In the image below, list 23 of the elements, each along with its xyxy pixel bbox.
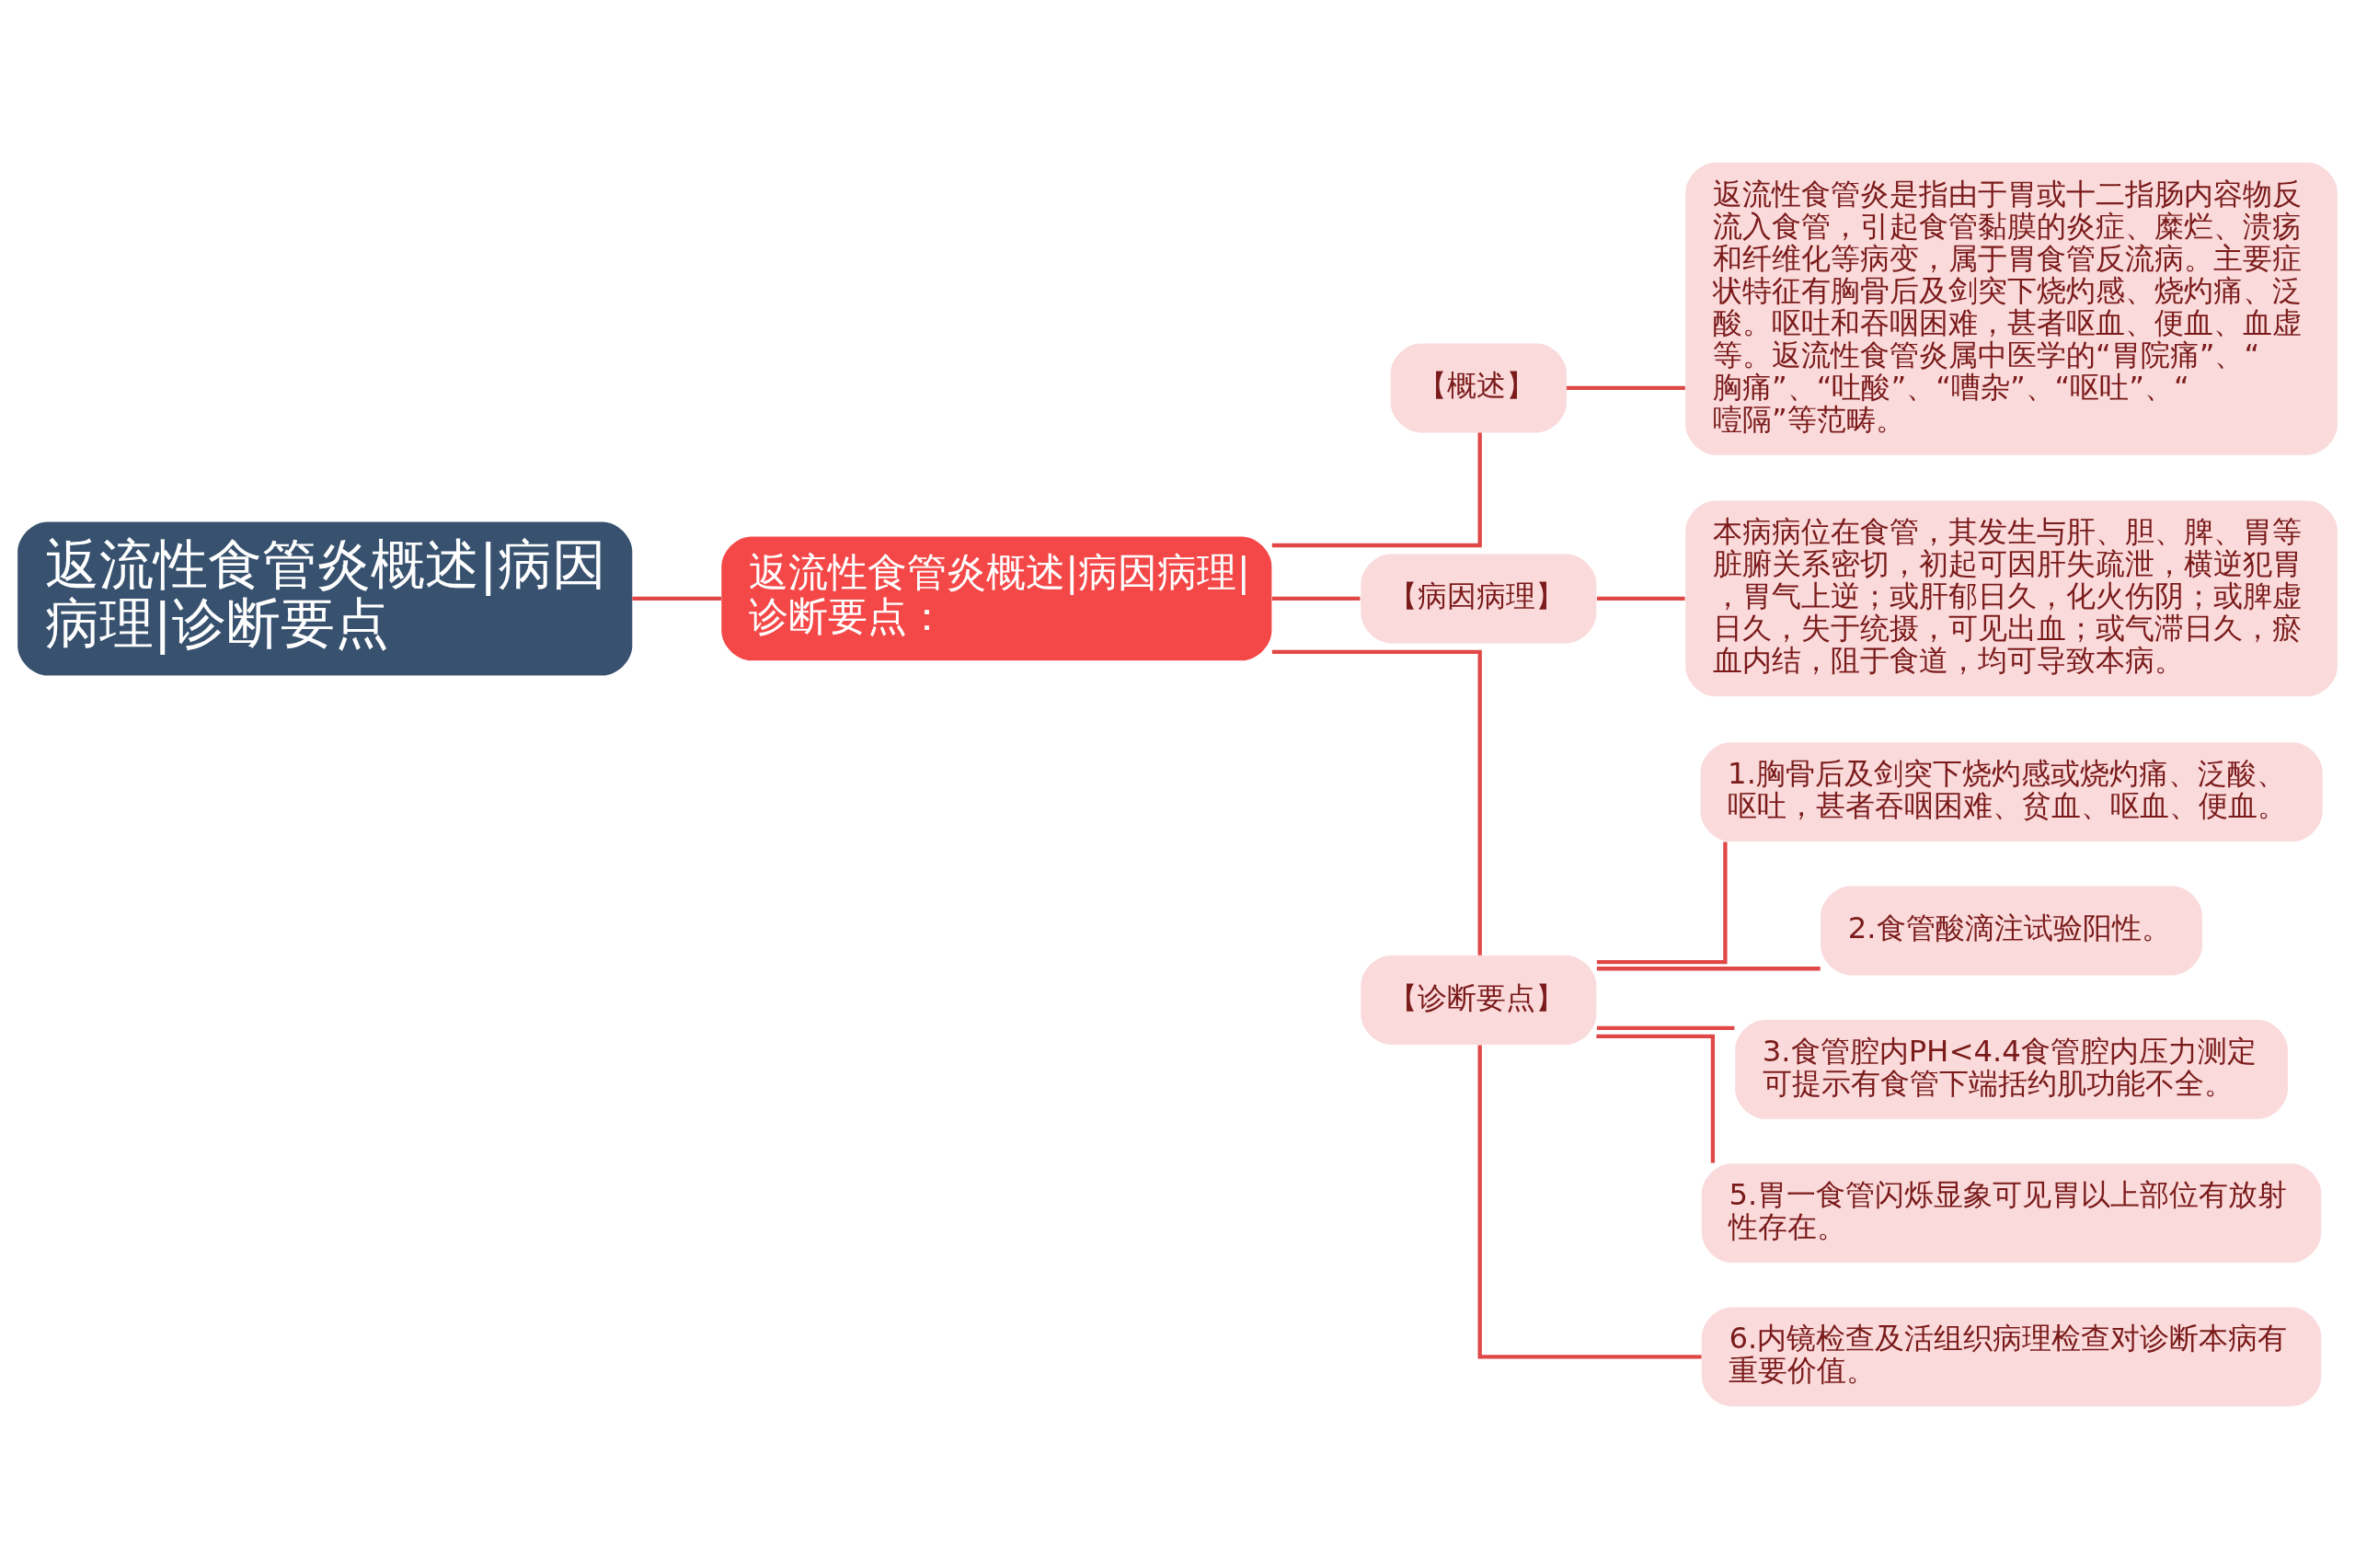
node-box: 5.胃一食管闪烁显象可见胃以上部位有放射性存在。 bbox=[1701, 1162, 2322, 1263]
connector bbox=[1596, 1025, 1735, 1030]
node-box: 本病病位在食管，其发生与肝、胆、脾、胃等脏腑关系密切，初起可因肝失疏泄，横逆犯胃，胃气上逆；或肝郁日久，化火伤阴；或脾虚日久，失于统摄，可见出血；或气滞日久，瘀血内结，阻于食道，均可导致本病。 bbox=[1685, 500, 2338, 696]
node-box: 【诊断要点】 bbox=[1361, 955, 1597, 1045]
node-box: 3.食管腔内PH<4.4食管腔内压力测定可提示有食管下端括约肌功能不全。 bbox=[1735, 1019, 2288, 1119]
node-box: 6.内镜检查及活组织病理检查对诊断本病有重要价值。 bbox=[1701, 1306, 2322, 1406]
connector bbox=[632, 596, 722, 601]
connector bbox=[1271, 649, 1482, 956]
node-box: 【概述】 bbox=[1390, 342, 1567, 432]
connector bbox=[1596, 1034, 1716, 1163]
connector bbox=[1271, 596, 1361, 601]
node-box: 返流性食管炎是指由于胃或十二指肠内容物反流入食管，引起食管黏膜的炎症、糜烂、溃疡和纤维化等病变，属于胃食管反流病。主要症状特征有胸骨后及剑突下烧灼感、烧灼痛、泛酸。呕吐和吞咽困难，甚者呕血、便血、血虚等。返流性食管炎属中医学的“胃院痛”、“胸痛”、“吐酸”、“嘈杂”、“呕吐”、“噎隔”等范畴。 bbox=[1685, 162, 2338, 455]
connector bbox=[1596, 841, 1728, 964]
connector bbox=[1596, 966, 1821, 970]
node-box: 返流性食管炎概述|病因病理|诊断要点 bbox=[17, 521, 633, 675]
connector bbox=[1596, 596, 1685, 601]
node-box: 【病因病理】 bbox=[1361, 553, 1597, 643]
node-box: 1.胸骨后及剑突下烧灼感或烧灼痛、泛酸、呕吐，甚者吞咽困难、贫血、呕血、便血。 bbox=[1700, 741, 2323, 841]
connector bbox=[1271, 432, 1482, 547]
node-box: 返流性食管炎概述|病因病理|诊断要点： bbox=[721, 536, 1272, 660]
connector bbox=[1567, 385, 1685, 390]
connector bbox=[1477, 1045, 1702, 1358]
node-box: 2.食管酸滴注试验阳性。 bbox=[1821, 885, 2202, 975]
